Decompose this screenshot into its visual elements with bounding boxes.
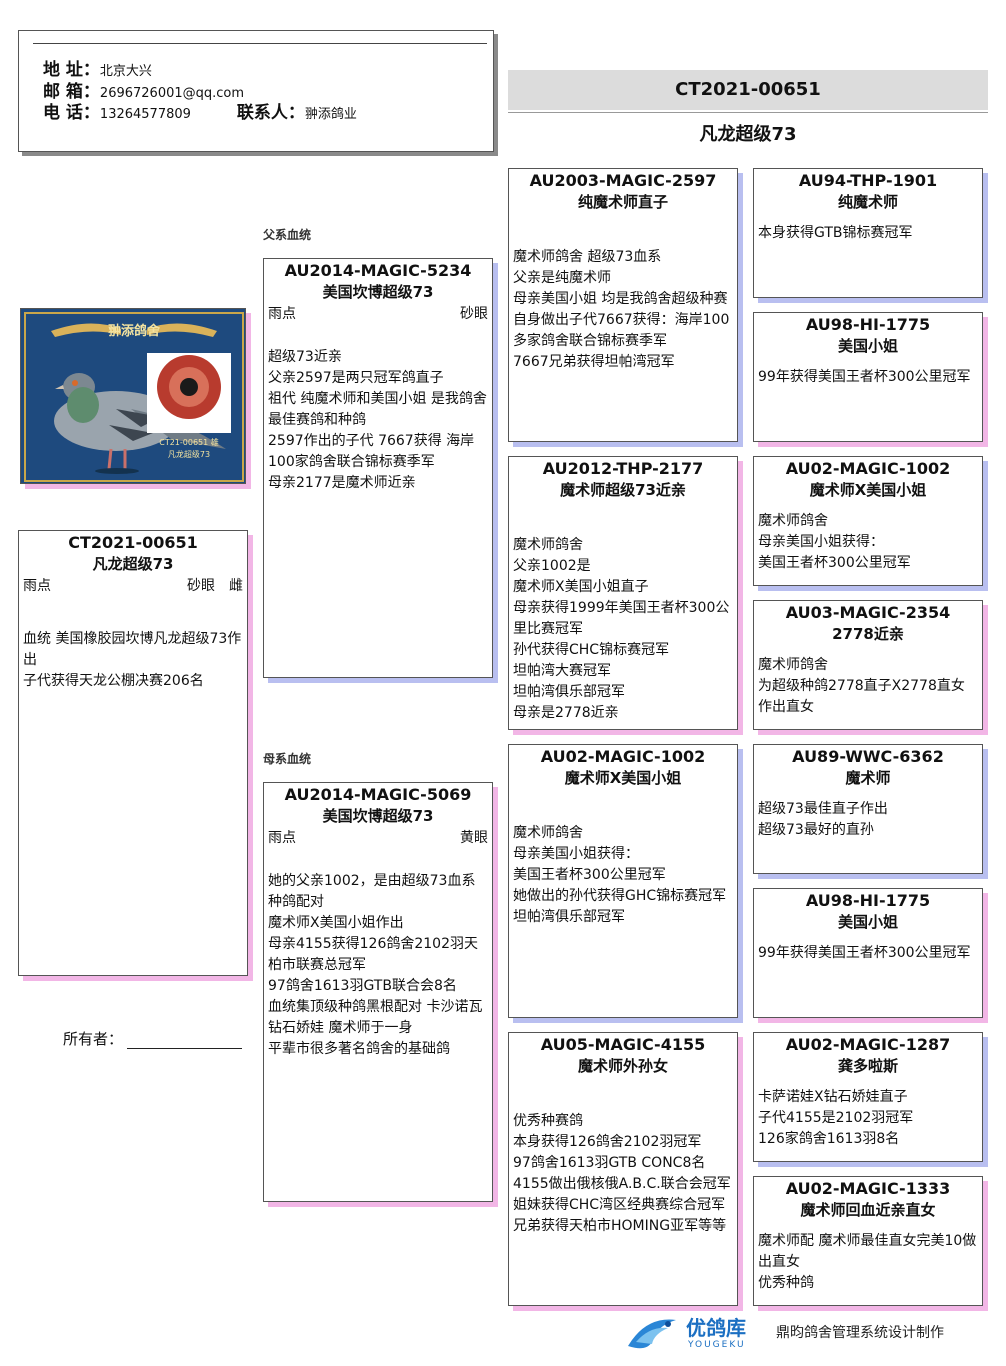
- owner-label: 所有者：: [63, 1030, 123, 1048]
- ggp-name: 美国小姐: [754, 911, 982, 933]
- logo-subtext: YOUGEKU: [688, 1340, 746, 1350]
- great-grandparent-card: AU02-MAGIC-1002 魔术师X美国小姐 魔术师鸽舍 母亲美国小姐获得：…: [753, 456, 983, 586]
- gp-ring: AU02-MAGIC-1002: [509, 747, 737, 767]
- owner-blank: [127, 1034, 242, 1049]
- photo-brand: 翀添鸽舍: [108, 323, 161, 339]
- ggp-text: 超级73最佳直子作出 超级73最好的直孙: [754, 799, 982, 841]
- gp-text: 魔术师鸽舍 母亲美国小姐获得： 美国王者杯300公里冠军 她做出的孙代获得GHC…: [509, 823, 737, 928]
- ggp-name: 2778近亲: [754, 623, 982, 645]
- ggp-text: 99年获得美国王者杯300公里冠军: [754, 943, 982, 964]
- gp-text: 优秀种赛鸽 本身获得126鸽舍2102羽冠军 97鸽舍1613羽GTB CONC…: [509, 1111, 737, 1237]
- ggp-text: 魔术师鸽舍 母亲美国小姐获得： 美国王者杯300公里冠军: [754, 511, 982, 574]
- gp-name: 魔术师X美国小姐: [509, 767, 737, 789]
- sire-name: 美国坎博超级73: [264, 281, 492, 303]
- ggp-name: 美国小姐: [754, 335, 982, 357]
- grandparent-card: AU02-MAGIC-1002 魔术师X美国小姐 魔术师鸽舍 母亲美国小姐获得：…: [508, 744, 738, 1018]
- contact-top-rule: [33, 43, 487, 44]
- dam-ring: AU2014-MAGIC-5069: [264, 785, 492, 805]
- great-grandparent-card: AU02-MAGIC-1333 魔术师回血近亲直女 魔术师配 魔术师最佳直女完美…: [753, 1176, 983, 1306]
- gp-text: 魔术师鸽舍 超级73血系 父亲是纯魔术师 母亲美国小姐 均是我鸽舍超级种赛 自身…: [509, 247, 737, 373]
- great-grandparent-card: AU02-MAGIC-1287 龚多啦斯 卡萨诺娃X钻石娇娃直子 子代4155是…: [753, 1032, 983, 1162]
- ggp-name: 魔术师: [754, 767, 982, 789]
- gp-name: 魔术师外孙女: [509, 1055, 737, 1077]
- photo-caption: 凡龙超级73: [168, 449, 210, 459]
- gp-text: 魔术师鸽舍 父亲1002是 魔术师X美国小姐直子 母亲获得1999年美国王者杯3…: [509, 535, 737, 724]
- sire-line-label: 父系血统: [263, 226, 311, 243]
- header-name: 凡龙超级73: [508, 120, 988, 146]
- person-label: 联系人：: [237, 103, 305, 123]
- great-grandparent-card: AU98-HI-1775 美国小姐 99年获得美国王者杯300公里冠军: [753, 888, 983, 1018]
- gp-ring: AU05-MAGIC-4155: [509, 1035, 737, 1055]
- dam-line-label: 母系血统: [263, 750, 311, 767]
- pigeon-photo-art: 翀添鸽舍 CT21-00651 雄 凡龙超级73: [21, 309, 246, 484]
- sire-card: AU2014-MAGIC-5234 美国坎博超级73 雨点 砂眼 超级73近亲 …: [263, 258, 493, 678]
- owner-line: 所有者：: [63, 1028, 242, 1049]
- ggp-text: 卡萨诺娃X钻石娇娃直子 子代4155是2102羽冠军 126家鸽舍1613羽8名: [754, 1087, 982, 1150]
- person-value: 翀添鸽业: [305, 107, 357, 122]
- ggp-ring: AU02-MAGIC-1333: [754, 1179, 982, 1199]
- contact-box: 地 址：北京大兴 邮 箱：2696726001@qq.com 电 话：13264…: [18, 30, 494, 152]
- gp-ring: AU2003-MAGIC-2597: [509, 171, 737, 191]
- ggp-ring: AU02-MAGIC-1287: [754, 1035, 982, 1055]
- pigeon-photo: 翀添鸽舍 CT21-00651 雄 凡龙超级73: [20, 308, 246, 484]
- sire-color: 雨点: [268, 303, 296, 325]
- photo-ring: CT21-00651 雄: [159, 437, 219, 447]
- grandparent-card: AU05-MAGIC-4155 魔术师外孙女 优秀种赛鸽 本身获得126鸽舍21…: [508, 1032, 738, 1306]
- subject-text: 血统 美国橡胶园坎博凡龙超级73作出 子代获得天龙公棚决赛206名: [19, 629, 247, 692]
- ggp-text: 魔术师配 魔术师最佳直女完美10做出直女 优秀种鸽: [754, 1231, 982, 1294]
- ggp-ring: AU94-THP-1901: [754, 171, 982, 191]
- gp-name: 纯魔术师直子: [509, 191, 737, 213]
- ggp-ring: AU98-HI-1775: [754, 315, 982, 335]
- ggp-name: 魔术师X美国小姐: [754, 479, 982, 501]
- ggp-text: 99年获得美国王者杯300公里冠军: [754, 367, 982, 388]
- phone-label: 电 话：: [43, 103, 100, 123]
- ggp-text: 本身获得GTB锦标赛冠军: [754, 223, 982, 244]
- footer: 优鸽库 YOUGEKU 鼎昀鸽舍管理系统设计制作: [622, 1310, 1002, 1360]
- sire-traits: 雨点 砂眼: [264, 303, 492, 325]
- dam-name: 美国坎博超级73: [264, 805, 492, 827]
- ggp-ring: AU02-MAGIC-1002: [754, 459, 982, 479]
- dam-text: 她的父亲1002，是由超级73血系种鸽配对 魔术师X美国小姐作出 母亲4155获…: [264, 871, 492, 1060]
- logo-text: 优鸽库: [686, 1312, 746, 1341]
- subject-traits: 雨点 砂眼雌: [19, 575, 247, 597]
- grandparent-card: AU2003-MAGIC-2597 纯魔术师直子 魔术师鸽舍 超级73血系 父亲…: [508, 168, 738, 442]
- dam-traits: 雨点 黄眼: [264, 827, 492, 849]
- great-grandparent-card: AU03-MAGIC-2354 2778近亲 魔术师鸽舍 为超级种鸽2778直子…: [753, 600, 983, 730]
- sire-text: 超级73近亲 父亲2597是两只冠军鸽直子 祖代 纯魔术师和美国小姐 是我鸽舍最…: [264, 347, 492, 494]
- grandparent-card: AU2012-THP-2177 魔术师超级73近亲 魔术师鸽舍 父亲1002是 …: [508, 456, 738, 730]
- gp-name: 魔术师超级73近亲: [509, 479, 737, 501]
- subject-card: CT2021-00651 凡龙超级73 雨点 砂眼雌 血统 美国橡胶园坎博凡龙超…: [18, 530, 248, 976]
- ggp-ring: AU03-MAGIC-2354: [754, 603, 982, 623]
- ggp-name: 龚多啦斯: [754, 1055, 982, 1077]
- dam-eye: 黄眼: [460, 827, 488, 849]
- great-grandparent-card: AU89-WWC-6362 魔术师 超级73最佳直子作出 超级73最好的直孙: [753, 744, 983, 874]
- great-grandparent-card: AU98-HI-1775 美国小姐 99年获得美国王者杯300公里冠军: [753, 312, 983, 442]
- ggp-name: 纯魔术师: [754, 191, 982, 213]
- great-grandparent-card: AU94-THP-1901 纯魔术师 本身获得GTB锦标赛冠军: [753, 168, 983, 298]
- logo-icon: [622, 1312, 682, 1356]
- sire-ring: AU2014-MAGIC-5234: [264, 261, 492, 281]
- dam-color: 雨点: [268, 827, 296, 849]
- ggp-ring: AU89-WWC-6362: [754, 747, 982, 767]
- ggp-text: 魔术师鸽舍 为超级种鸽2778直子X2778直女 作出直女: [754, 655, 982, 718]
- subject-color: 雨点: [23, 575, 51, 597]
- ggp-ring: AU98-HI-1775: [754, 891, 982, 911]
- phone-row: 电 话：13264577809 联系人：翀添鸽业: [43, 98, 357, 123]
- subject-ring: CT2021-00651: [19, 533, 247, 553]
- header-ring: CT2021-00651: [508, 70, 988, 110]
- subject-sex: 雌: [229, 578, 243, 594]
- subject-name: 凡龙超级73: [19, 553, 247, 575]
- footer-credit: 鼎昀鸽舍管理系统设计制作: [776, 1322, 944, 1342]
- header-divider: [508, 112, 988, 113]
- sire-eye: 砂眼: [460, 303, 488, 325]
- phone-value: 13264577809: [100, 107, 191, 122]
- gp-ring: AU2012-THP-2177: [509, 459, 737, 479]
- subject-eye: 砂眼: [187, 578, 215, 594]
- dam-card: AU2014-MAGIC-5069 美国坎博超级73 雨点 黄眼 她的父亲100…: [263, 782, 493, 1202]
- ggp-name: 魔术师回血近亲直女: [754, 1199, 982, 1221]
